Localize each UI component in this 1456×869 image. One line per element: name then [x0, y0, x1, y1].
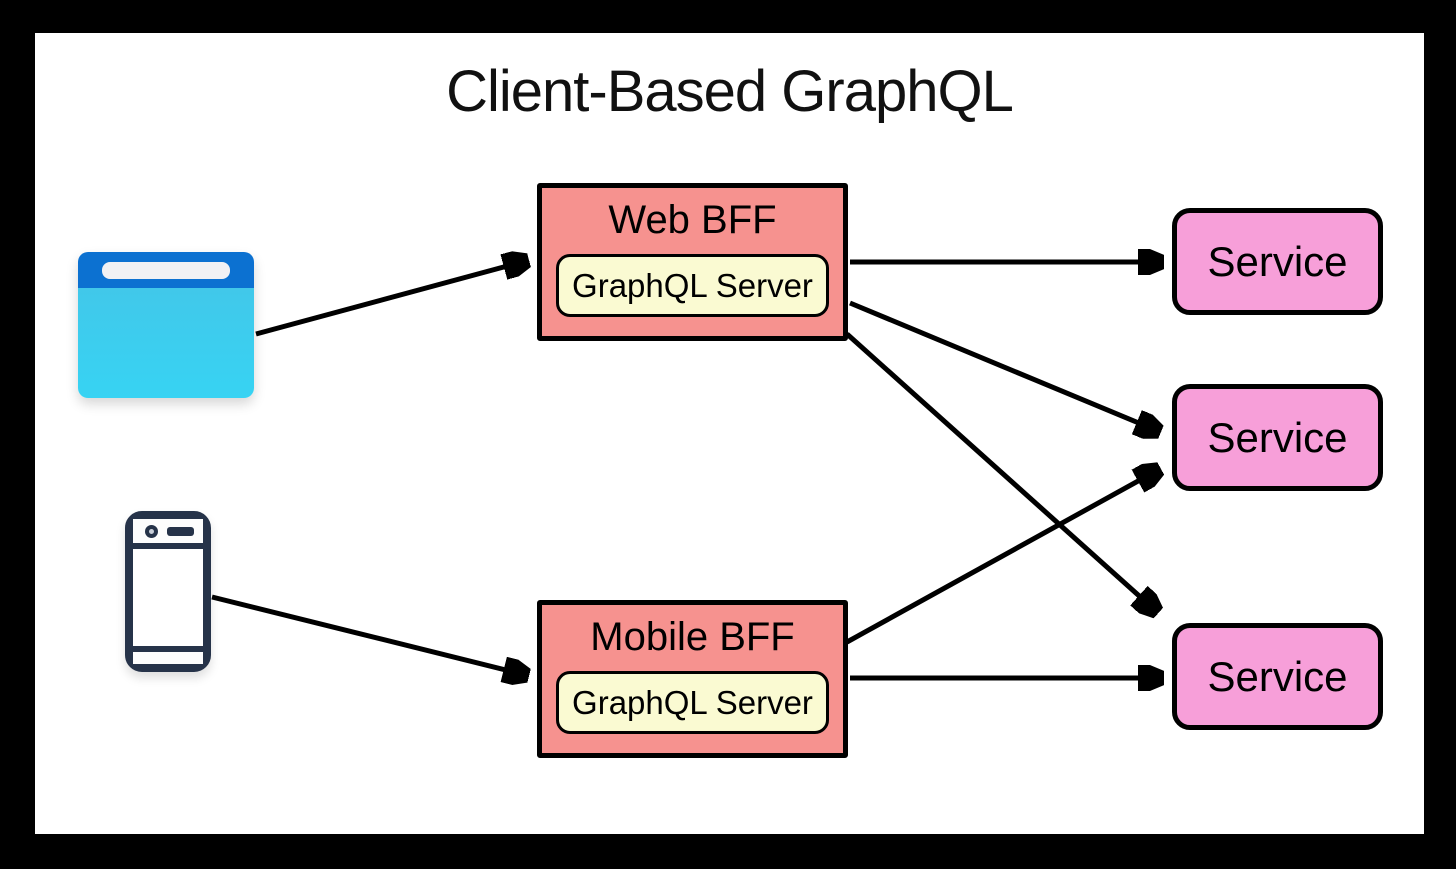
- browser-icon: [78, 252, 254, 398]
- arrow-mobile-bff-to-service-2: [845, 470, 1158, 645]
- web-bff-label: Web BFF: [608, 198, 777, 242]
- smartphone-icon: [125, 511, 211, 672]
- smartphone-icon-top: [133, 519, 203, 543]
- browser-icon-toolbar: [78, 252, 254, 288]
- service-2-label: Service: [1207, 413, 1348, 461]
- phone-chin: [133, 652, 203, 664]
- web-bff-graphql-server: GraphQL Server: [556, 254, 829, 317]
- phone-camera-icon: [145, 525, 158, 538]
- node-service-1: Service: [1172, 208, 1383, 315]
- browser-icon-address-bar: [102, 262, 230, 279]
- phone-bottom-divider: [133, 646, 203, 652]
- diagram-title: Client-Based GraphQL: [446, 59, 1014, 124]
- phone-screen: [133, 549, 203, 646]
- service-3-label: Service: [1207, 652, 1348, 700]
- arrow-phone-to-mobile-bff: [211, 594, 526, 675]
- mobile-bff-label: Mobile BFF: [590, 615, 795, 659]
- arrow-web-bff-to-service-3: [845, 332, 1156, 611]
- browser-icon-viewport: [78, 288, 254, 398]
- phone-speaker-icon: [167, 527, 194, 536]
- node-service-2: Service: [1172, 384, 1383, 491]
- node-service-3: Service: [1172, 623, 1383, 730]
- mobile-bff-graphql-server: GraphQL Server: [556, 671, 829, 734]
- node-web-bff: Web BFF GraphQL Server: [537, 183, 848, 341]
- arrow-web-bff-to-service-2: [849, 300, 1158, 431]
- node-mobile-bff: Mobile BFF GraphQL Server: [537, 600, 848, 758]
- arrow-browser-to-web-bff: [255, 261, 526, 337]
- service-1-label: Service: [1207, 237, 1348, 285]
- phone-top-divider: [133, 543, 203, 549]
- phone-camera-dot: [149, 529, 154, 534]
